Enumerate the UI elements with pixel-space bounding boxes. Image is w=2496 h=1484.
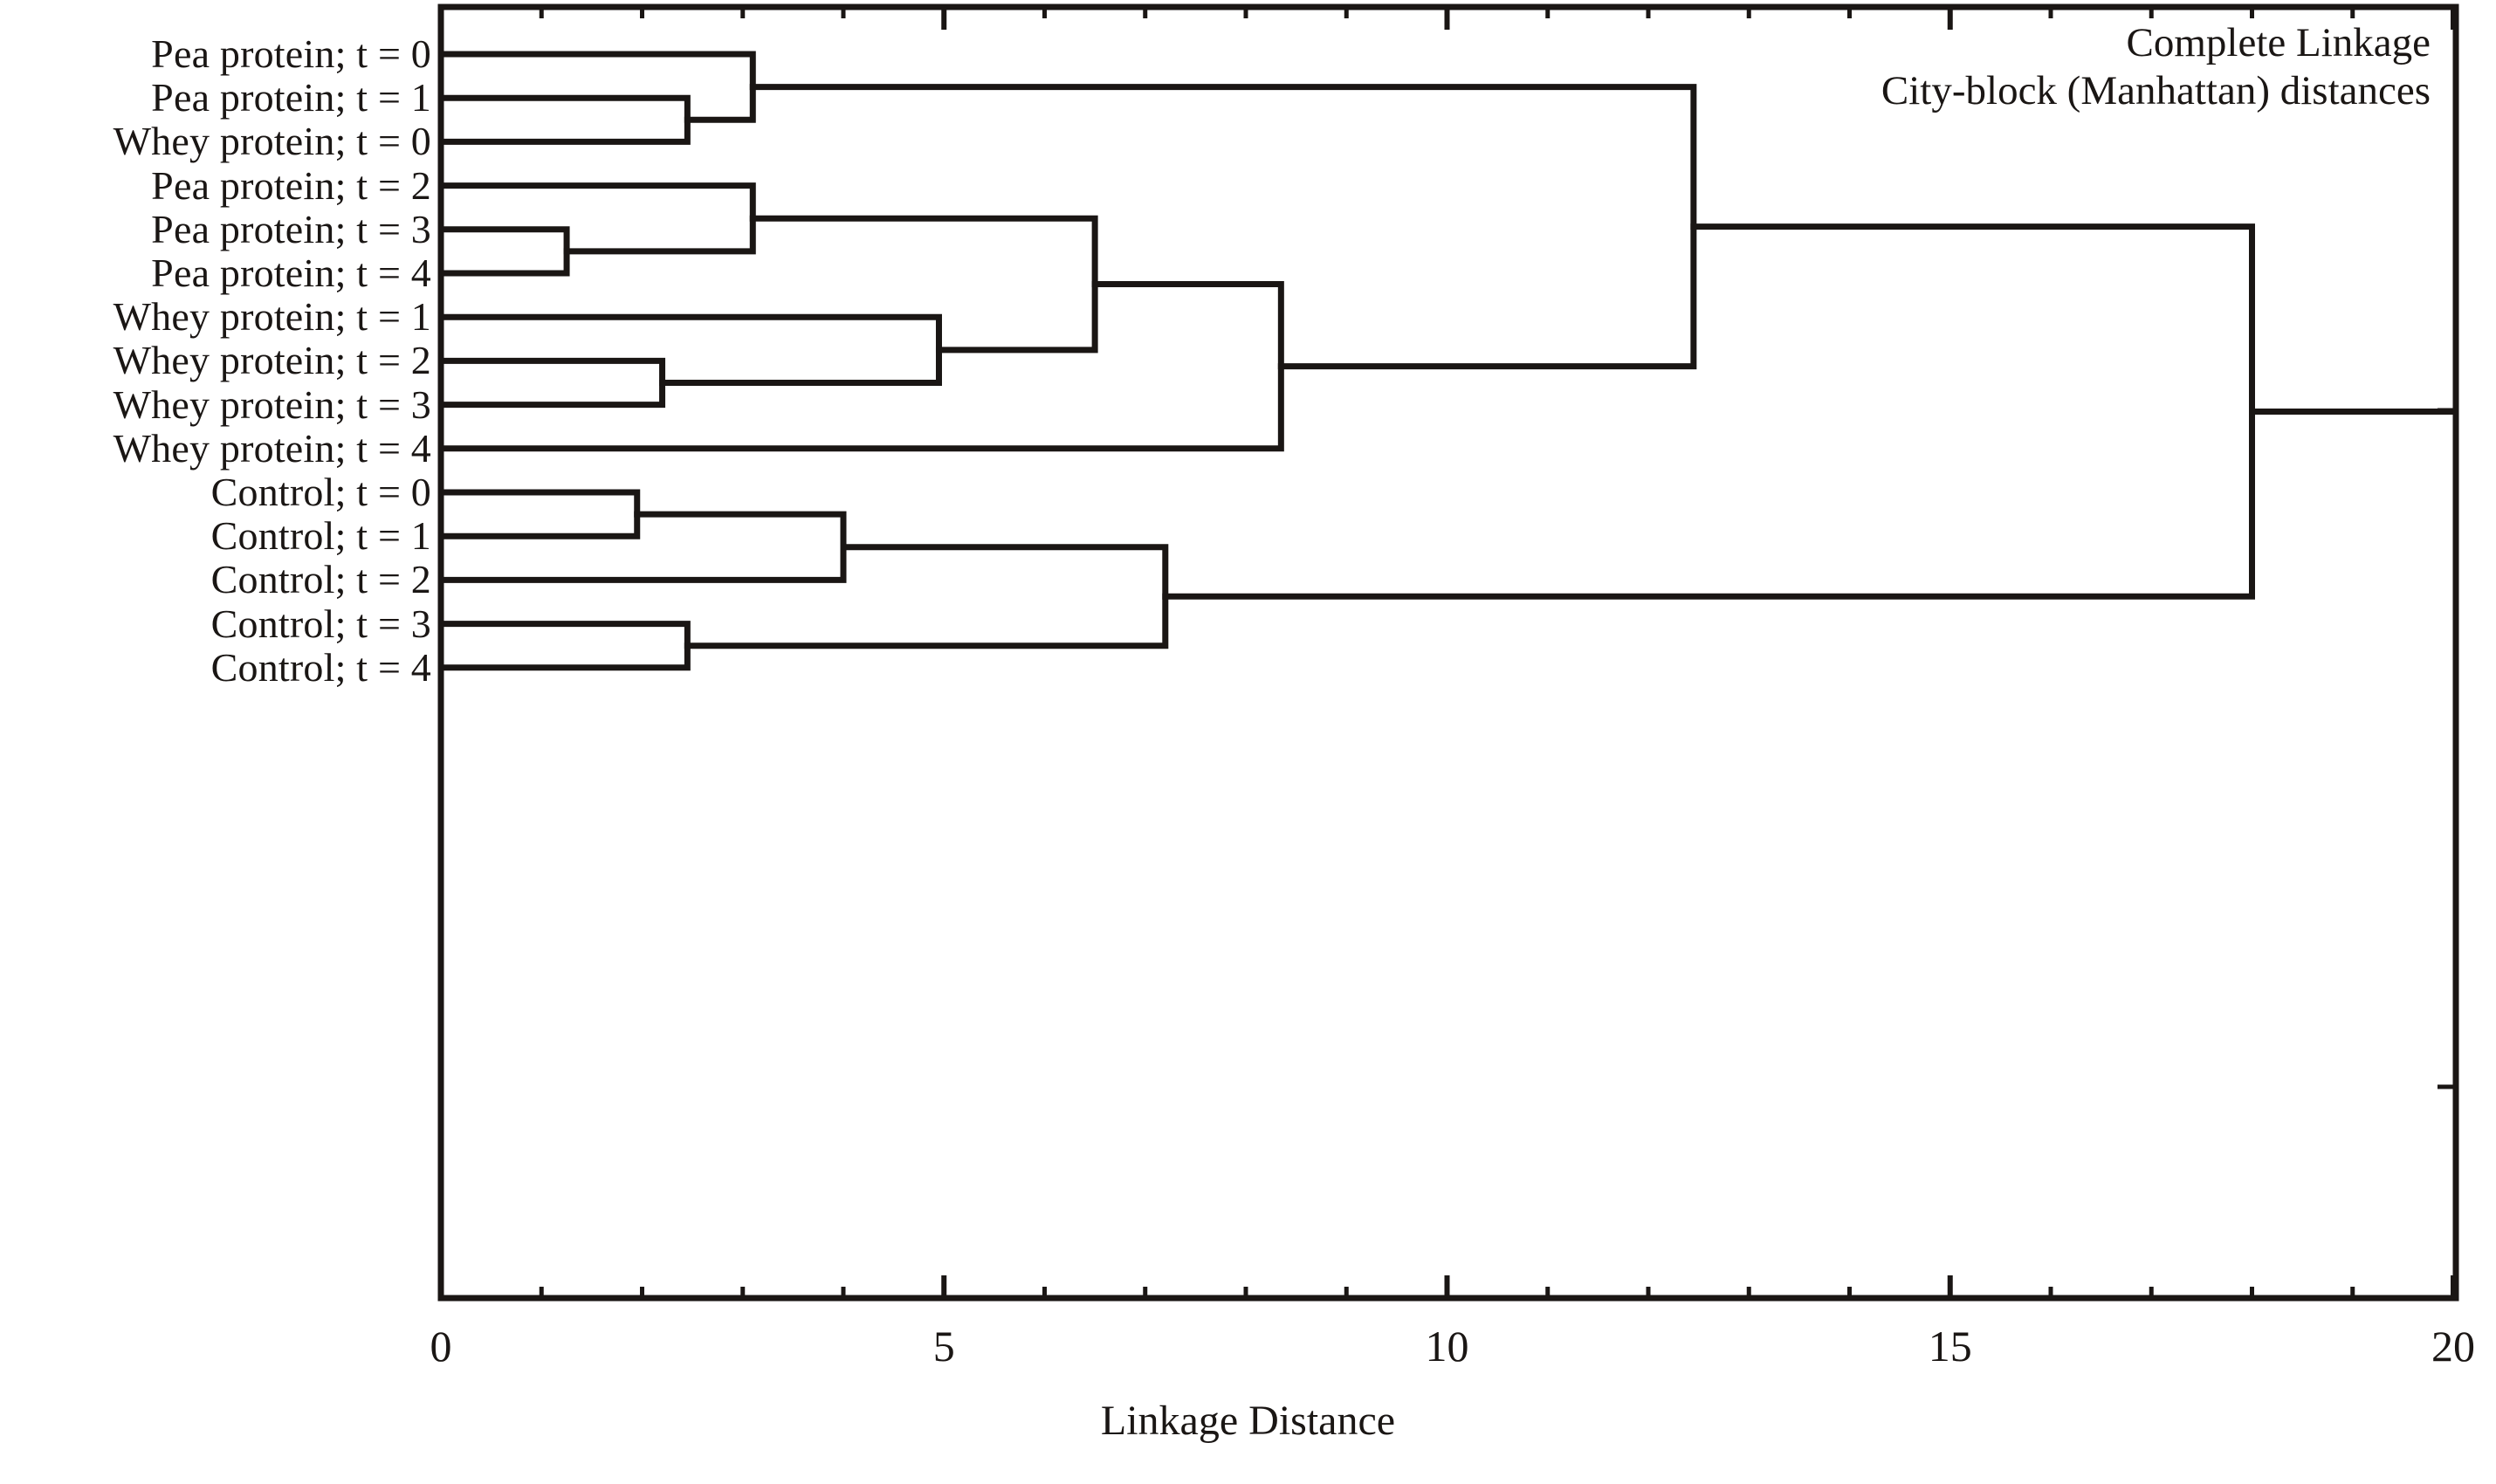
dendrogram-tree <box>437 51 2459 671</box>
axis-ticks <box>438 7 2456 1298</box>
x-tick-label-5: 5 <box>932 1322 955 1371</box>
leaf-label: Whey protein; t = 2 <box>113 338 431 383</box>
plot-frame <box>437 3 2459 1302</box>
leaf-label: Pea protein; t = 1 <box>151 75 431 120</box>
dendrogram-link <box>1162 223 2255 600</box>
annotation-line-linkage: Complete Linkage <box>2126 20 2431 65</box>
x-tick-label-15: 15 <box>1928 1322 1972 1371</box>
dendrogram-link <box>437 182 756 255</box>
dendrogram-link <box>437 357 666 409</box>
x-tick-label-20: 20 <box>2431 1322 2475 1371</box>
dendrogram-link <box>684 544 1169 649</box>
leaf-label: Whey protein; t = 1 <box>113 294 431 340</box>
dendrogram-link <box>437 226 570 277</box>
dendrogram-link <box>749 215 1098 354</box>
leaf-label: Control; t = 1 <box>210 513 431 559</box>
dendrogram-link <box>437 621 691 671</box>
dendrogram-link <box>437 94 691 145</box>
dendrogram-link <box>437 511 847 583</box>
chart-annotation: Complete Linkage City-block (Manhattan) … <box>1881 19 2431 114</box>
dendrogram-link <box>749 84 1697 370</box>
dendrogram-link <box>437 313 942 386</box>
leaf-label: Control; t = 0 <box>210 470 431 514</box>
x-axis-title: Linkage Distance <box>1100 1398 1396 1444</box>
leaf-label: Whey protein; t = 4 <box>113 425 431 471</box>
annotation-line-metric: City-block (Manhattan) distances <box>1881 67 2431 113</box>
leaf-label: Pea protein; t = 0 <box>151 31 431 76</box>
dendrogram-link <box>437 51 756 123</box>
dendrogram-link <box>437 489 641 539</box>
leaf-label: Pea protein; t = 3 <box>151 206 431 251</box>
leaf-label: Whey protein; t = 3 <box>113 381 431 427</box>
leaf-label: Pea protein; t = 4 <box>151 251 431 295</box>
leaf-label: Control; t = 2 <box>210 557 431 602</box>
leaf-label: Whey protein; t = 0 <box>113 119 431 164</box>
leaf-label: Pea protein; t = 2 <box>151 162 431 208</box>
leaf-label: Control; t = 4 <box>210 644 431 690</box>
leaf-label: Control; t = 3 <box>210 601 431 646</box>
dendrogram-link <box>437 281 1284 452</box>
x-tick-label-10: 10 <box>1425 1322 1469 1371</box>
x-tick-label-0: 0 <box>430 1322 452 1371</box>
